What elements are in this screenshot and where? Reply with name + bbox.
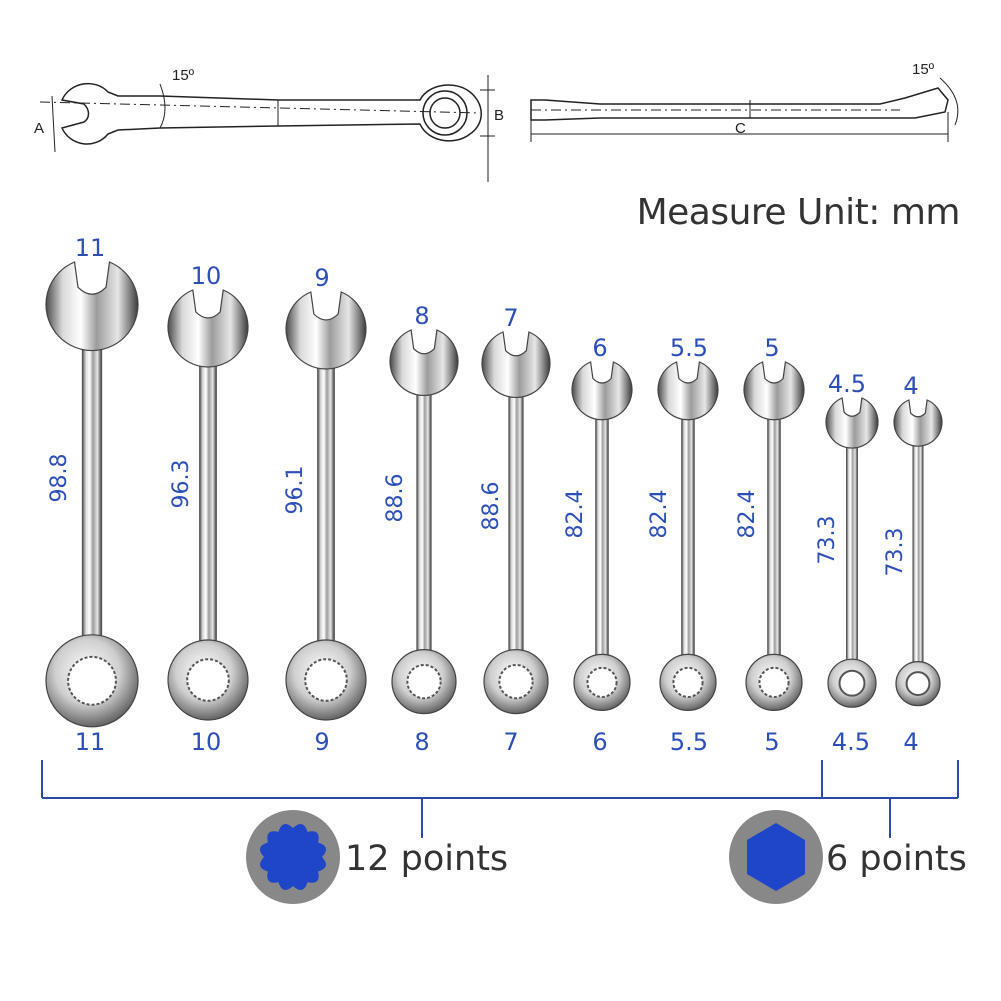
wrench-4 — [389, 329, 459, 715]
wrench-length-label: 96.3 — [169, 460, 194, 509]
angle-left-label: 15º — [172, 67, 195, 84]
dimension-c-label: C — [735, 120, 746, 137]
wrench-bottom-size-label: 11 — [75, 728, 106, 756]
wrench-top-size-label: 8 — [414, 302, 429, 330]
wrench-3 — [285, 291, 367, 721]
open-end-head — [167, 289, 249, 368]
wrench-1 — [45, 261, 139, 728]
wrench-bottom-size-label: 8 — [414, 728, 429, 756]
six-point-icon — [729, 810, 823, 904]
wrench-length-label: 88.6 — [383, 474, 408, 523]
wrench-bottom-size-label: 6 — [592, 728, 607, 756]
wrench-top-size-label: 4 — [903, 372, 918, 400]
wrench-bottom-size-label: 4 — [903, 728, 918, 756]
wrench-bottom-size-label: 5.5 — [670, 728, 708, 756]
wrench-top-size-label: 6 — [592, 334, 607, 362]
wrench-length-label: 73.3 — [883, 528, 908, 577]
open-end-head — [825, 397, 879, 449]
open-end-head — [389, 329, 459, 396]
wrench-5 — [481, 331, 551, 715]
measure-unit-label: Measure Unit: mm — [636, 192, 961, 233]
wrench-bottom-size-label: 7 — [503, 728, 518, 756]
wrench-row — [45, 261, 943, 728]
wrench-length-label: 82.4 — [735, 490, 760, 539]
wrench-6 — [571, 361, 633, 712]
wrench-2 — [167, 289, 249, 721]
side-view-diagram — [530, 77, 959, 142]
open-end-head — [45, 261, 139, 352]
grouping-bracket — [41, 760, 959, 838]
open-end-head — [481, 331, 551, 398]
wrench-length-label: 96.1 — [283, 466, 308, 515]
dimension-a-label: A — [34, 120, 44, 137]
open-end-head — [743, 361, 805, 421]
wrench-bottom-size-label: 4.5 — [832, 728, 870, 756]
wrench-7 — [657, 361, 719, 712]
wrench-length-label: 88.6 — [479, 482, 504, 531]
wrench-bottom-size-label: 10 — [191, 728, 222, 756]
wrench-top-size-label: 5.5 — [670, 334, 708, 362]
wrench-top-size-label: 9 — [314, 264, 329, 292]
twelve-points-label: 12 points — [345, 839, 508, 879]
wrench-top-size-label: 10 — [191, 262, 222, 290]
wrench-9 — [825, 397, 879, 708]
open-end-head — [285, 291, 367, 370]
wrench-10 — [893, 399, 943, 707]
wrench-length-label: 82.4 — [563, 490, 588, 539]
six-points-label: 6 points — [826, 839, 967, 879]
wrench-top-size-label: 11 — [75, 234, 106, 262]
twelve-point-icon — [246, 810, 340, 904]
wrench-top-size-label: 7 — [503, 304, 518, 332]
angle-right-label: 15º — [912, 61, 935, 78]
open-end-head — [893, 399, 943, 447]
wrench-bottom-size-label: 5 — [764, 728, 779, 756]
wrench-top-size-label: 5 — [764, 334, 779, 362]
top-view-diagram — [39, 75, 495, 182]
dimension-b-label: B — [494, 107, 504, 124]
open-end-head — [657, 361, 719, 421]
wrench-8 — [743, 361, 805, 712]
wrench-length-label: 82.4 — [647, 490, 672, 539]
size-labels: 11 98.8 11 10 96.3 10 9 96.1 9 8 88.6 8 7 88.6 7 6 82.4 6… — [47, 234, 919, 756]
open-end-head — [571, 361, 633, 421]
wrench-bottom-size-label: 9 — [314, 728, 329, 756]
wrench-top-size-label: 4.5 — [828, 370, 866, 398]
wrench-length-label: 98.8 — [47, 454, 72, 503]
wrench-length-label: 73.3 — [815, 516, 840, 565]
